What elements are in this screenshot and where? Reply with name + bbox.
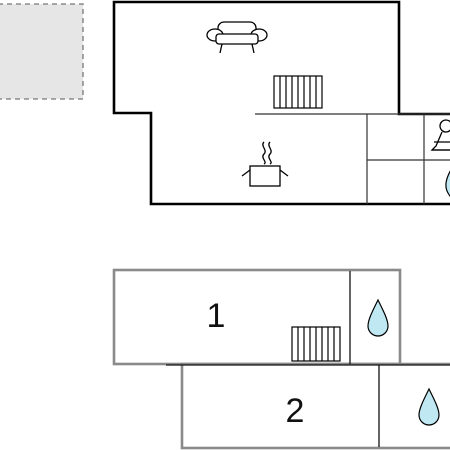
water-drop-icon [418, 387, 440, 426]
lower-floor: 1 2 [112, 268, 450, 450]
sofa-icon [206, 21, 268, 54]
cooking-pot-icon [241, 141, 289, 187]
radiator-icon [291, 326, 341, 362]
room-2-outline [180, 362, 450, 450]
room-1-outline [112, 268, 402, 366]
water-drop-icon [367, 298, 389, 337]
upper-floor [112, 0, 450, 206]
room-2-label: 2 [286, 392, 305, 430]
radiator-icon [273, 75, 323, 109]
water-drop-icon [445, 170, 450, 198]
toilet-icon [430, 119, 450, 151]
room-1-label: 1 [207, 297, 226, 335]
terrace-area [0, 3, 84, 100]
